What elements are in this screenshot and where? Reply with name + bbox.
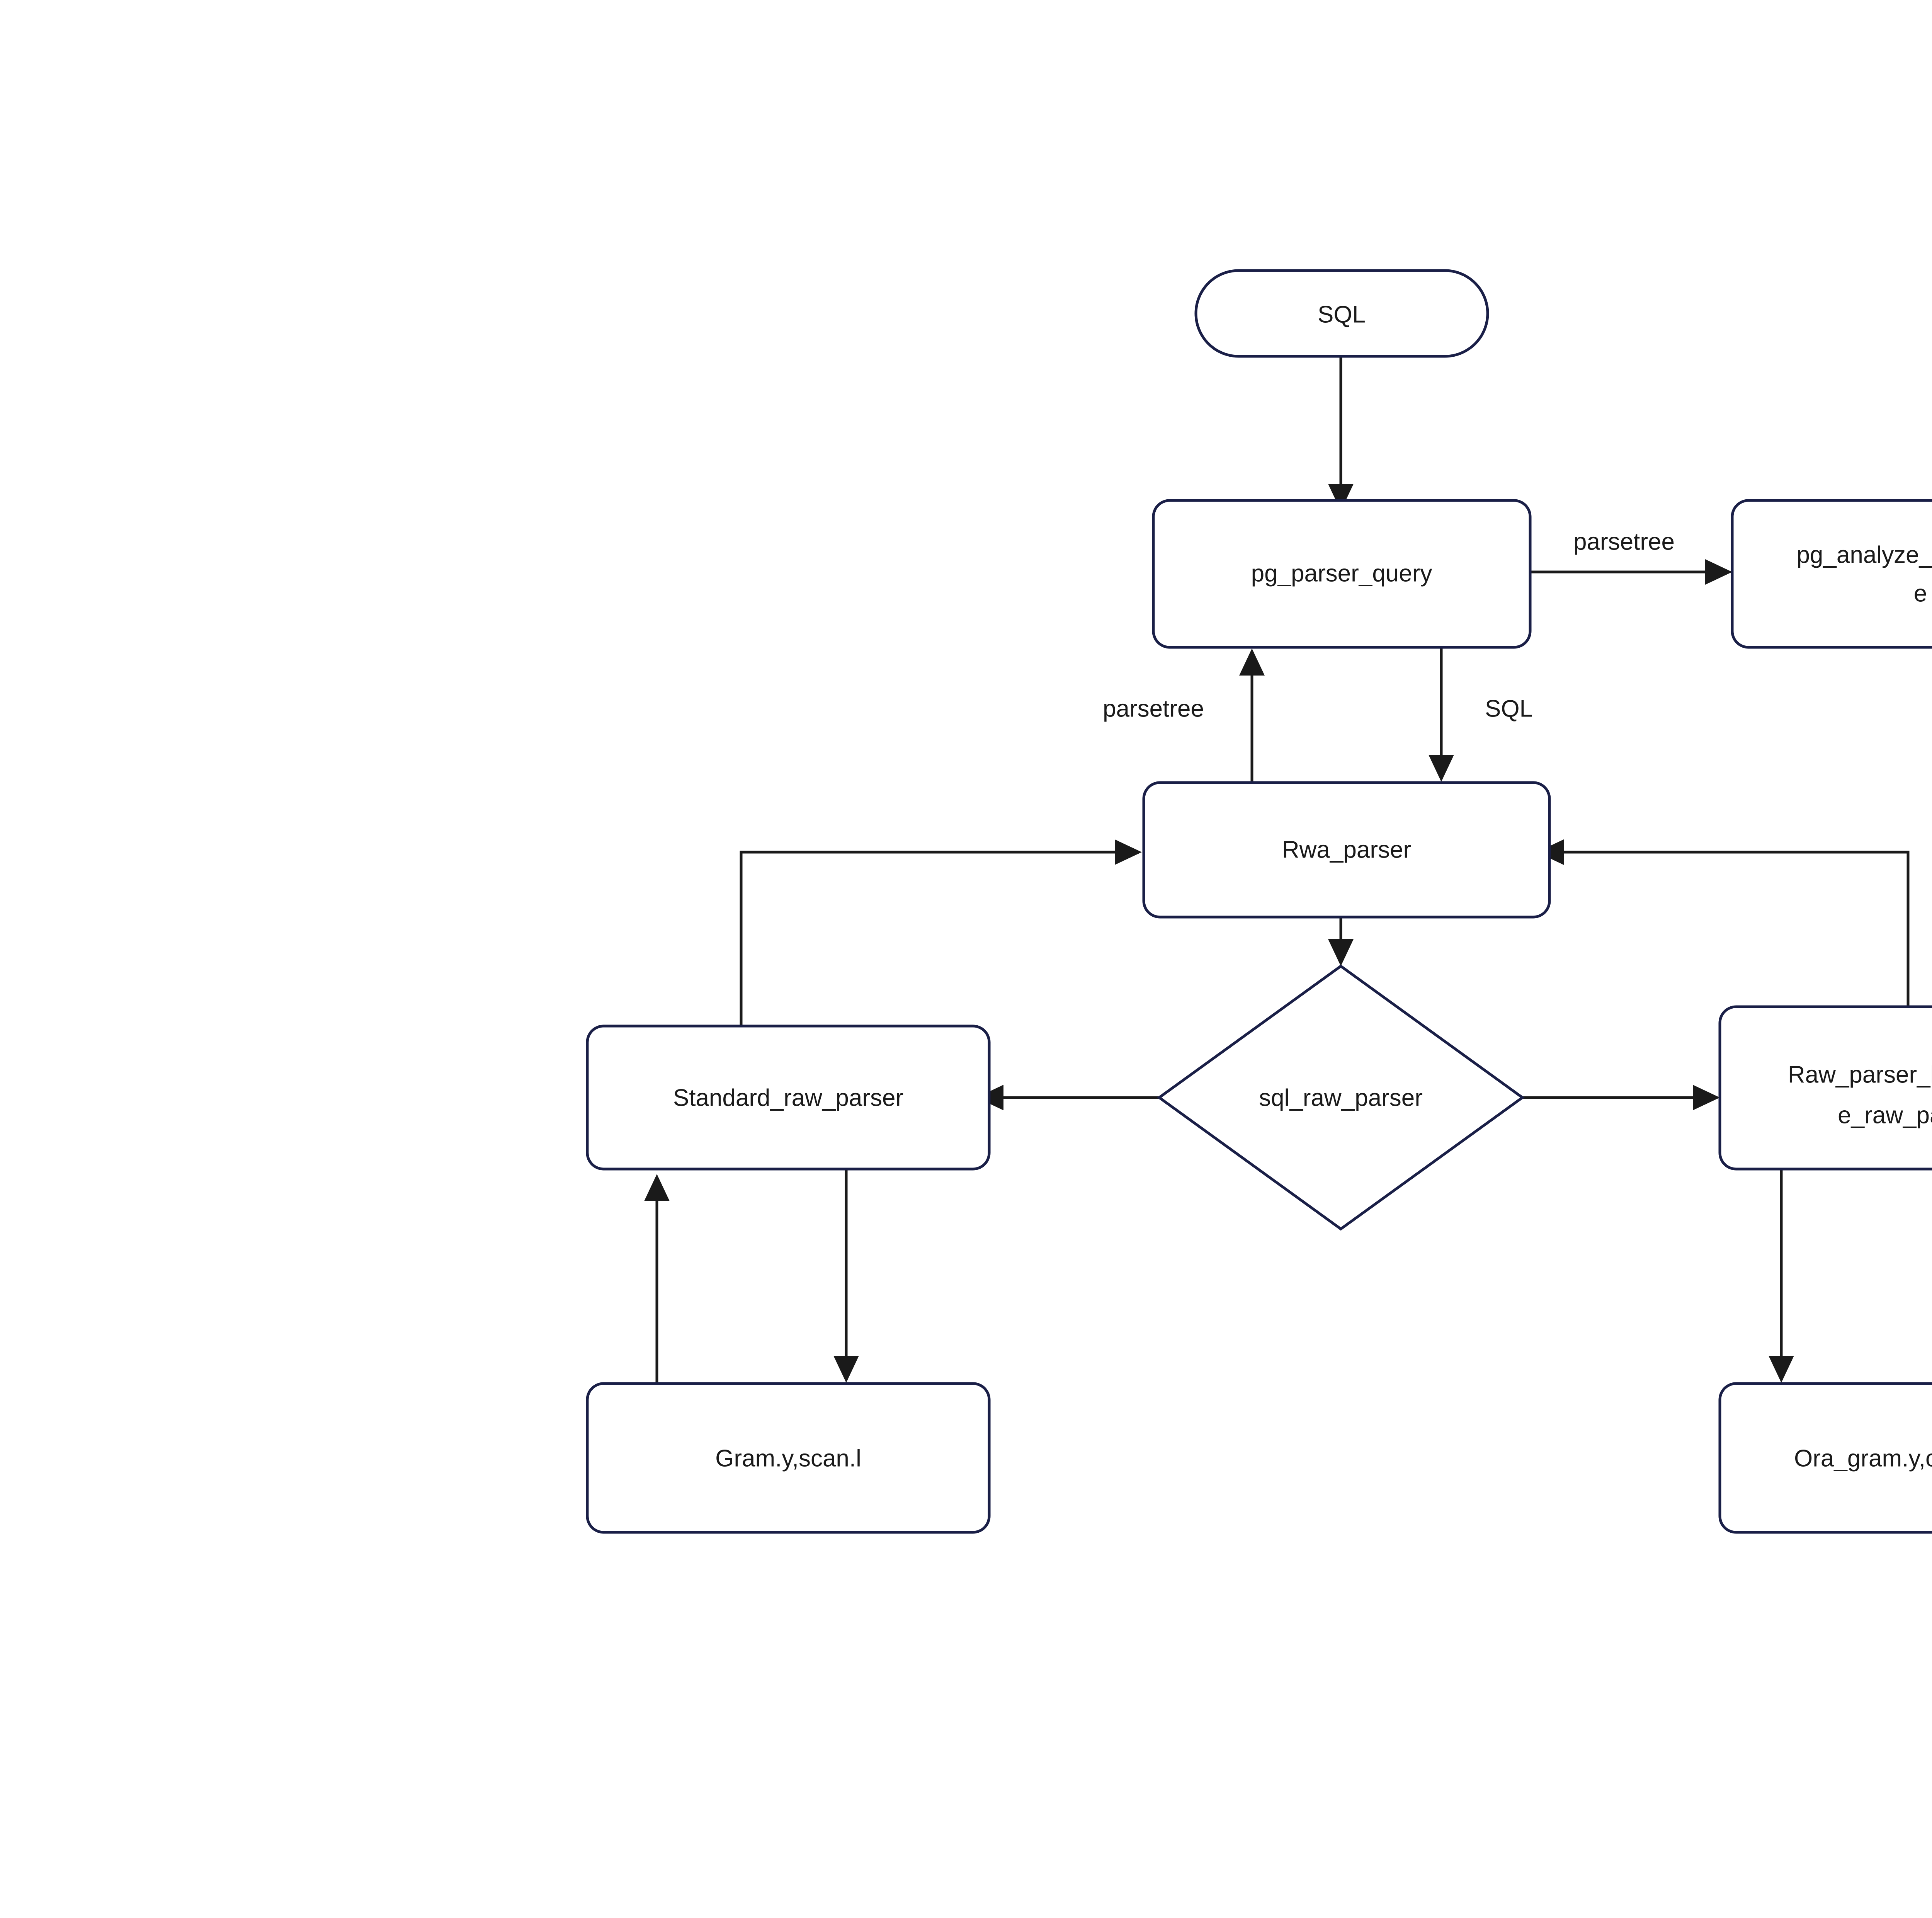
gram-scan-shape[interactable] — [586, 1382, 991, 1534]
node-gram-scan[interactable]: Gram.y,scan.l — [586, 1382, 991, 1534]
edge-label-parsetree-up: parsetree — [1103, 695, 1204, 722]
node-ora-gram-scan[interactable]: Ora_gram.y,ora_scan.l — [1718, 1382, 1932, 1534]
sql-input-shape[interactable] — [1194, 269, 1489, 358]
edge-label-sql-down: SQL — [1485, 695, 1533, 722]
node-pg-parser-query[interactable]: pg_parser_query — [1152, 499, 1532, 649]
edge-gram-scan-to-standard-raw-parser — [644, 1174, 670, 1384]
edge-standard-raw-parser-to-rwa-parser — [740, 839, 1142, 1026]
sql-raw-parser-shape[interactable] — [1157, 964, 1525, 1231]
edge-rwa-parser-to-pg-parser-query: parsetree — [1103, 648, 1265, 783]
arrowhead-down-icon — [1769, 1356, 1794, 1383]
ora-gram-scan-label: Ora_gram.y,ora_scan.l — [1794, 1445, 1932, 1472]
arrowhead-up-icon — [1239, 648, 1265, 676]
arrowhead-right-icon — [1115, 839, 1142, 865]
edge-raw-parser-hook-to-rwa-parser — [1537, 839, 1910, 1026]
pg-analyze-and-rewrite-shape[interactable] — [1731, 499, 1932, 649]
arrowhead-down-icon — [1328, 484, 1354, 511]
rwa-parser-label: Rwa_parser — [1282, 836, 1411, 863]
standard-raw-parser-label: Standard_raw_parser — [673, 1084, 903, 1111]
arrowhead-down-icon — [1328, 939, 1354, 966]
raw-parser-hook-label-line1: Raw_parser_hook(oracl — [1788, 1061, 1932, 1088]
node-raw-parser-hook[interactable]: Raw_parser_hook(oracl e_raw_parser) — [1718, 1005, 1932, 1171]
arrowhead-right-icon — [1705, 559, 1732, 585]
edge-pg-parser-query-to-rwa-parser: SQL — [1429, 646, 1533, 782]
node-rwa-parser[interactable]: Rwa_parser — [1142, 781, 1551, 919]
edge-rwa-parser-to-sql-raw-parser — [1328, 917, 1354, 966]
arrowhead-down-icon — [1429, 755, 1454, 782]
edge-standard-raw-parser-to-gram-scan — [833, 1167, 859, 1383]
node-sql-raw-parser[interactable]: sql_raw_parser — [1157, 964, 1525, 1231]
rwa-parser-shape[interactable] — [1142, 781, 1551, 919]
pg-parser-query-shape[interactable] — [1152, 499, 1532, 649]
raw-parser-hook-shape[interactable] — [1718, 1005, 1932, 1171]
pg-analyze-and-rewrite-label-line1: pg_analyze_and_rewrit — [1796, 541, 1932, 568]
arrowhead-right-icon — [1693, 1085, 1720, 1110]
standard-raw-parser-shape[interactable] — [586, 1025, 991, 1171]
pg-parser-query-label: pg_parser_query — [1251, 560, 1432, 587]
edge-raw-parser-hook-to-ora-gram-scan — [1769, 1167, 1794, 1383]
arrowhead-down-icon — [833, 1356, 859, 1383]
node-sql-input[interactable]: SQL — [1194, 269, 1489, 358]
edge-sql-to-pg-parser-query — [1328, 356, 1354, 511]
raw-parser-hook-label-line2: e_raw_parser) — [1838, 1102, 1932, 1128]
edge-sql-raw-parser-to-raw-parser-hook — [1522, 1085, 1720, 1110]
sql-raw-parser-label: sql_raw_parser — [1259, 1084, 1423, 1111]
node-pg-analyze-and-rewrite[interactable]: pg_analyze_and_rewrit e — [1731, 499, 1932, 649]
arrowhead-up-icon — [644, 1174, 670, 1201]
pg-analyze-and-rewrite-label-line2: e — [1914, 580, 1927, 607]
ora-gram-scan-shape[interactable] — [1718, 1382, 1932, 1534]
gram-scan-label: Gram.y,scan.l — [715, 1445, 861, 1472]
edge-pg-parser-query-to-pg-analyze: parsetree — [1530, 528, 1732, 585]
edge-sql-raw-parser-to-standard-raw-parser — [976, 1085, 1159, 1110]
sql-input-label: SQL — [1318, 301, 1366, 328]
edge-label-parsetree-to-analyze: parsetree — [1573, 528, 1675, 555]
node-standard-raw-parser[interactable]: Standard_raw_parser — [586, 1025, 991, 1171]
